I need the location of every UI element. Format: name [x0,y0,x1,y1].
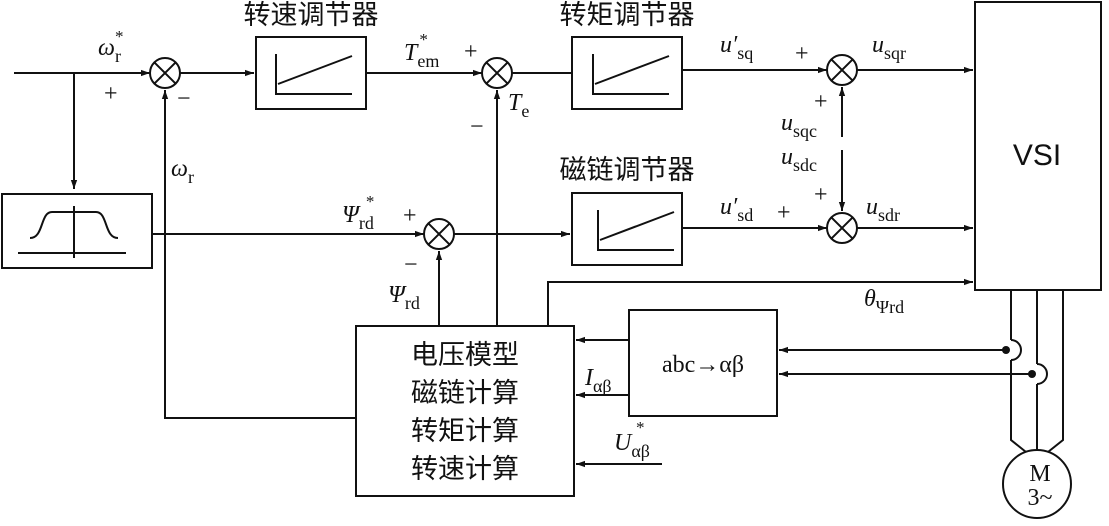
svg-text:3~: 3~ [1028,485,1053,511]
summing-junction-q-compensation [826,54,858,86]
summing-junction-d-compensation [826,212,858,244]
speed-regulator-block [255,36,367,110]
label-omega-fb: ωr [171,156,194,187]
transform-label: abc→αβ [662,352,744,378]
sign-speed-minus: − [177,86,191,112]
vsi-label: VSI [1013,139,1061,172]
observer-line-2: 磁链计算 [411,378,519,409]
motor: M 3~ [1002,449,1072,519]
sign-q-plus-bottom: + [814,89,828,115]
torque-regulator-block [571,36,683,110]
transform-block [628,309,778,417]
sign-d-plus-left: + [777,200,791,226]
label-u-sqc: usqc [781,110,817,141]
label-torque-fb: Te [508,90,529,121]
sign-flux-minus: − [404,252,418,278]
observer-block [355,325,575,497]
label-u-sqr: usqr [872,32,906,63]
label-u-sdr: usdr [866,194,900,225]
summing-junction-flux [423,218,455,250]
observer-line-4: 转速计算 [411,454,519,485]
label-u-sd-prime: u′sd [720,194,753,225]
label-u-sq-prime: u′sq [720,32,753,63]
label-flux-ref: Ψrd* [342,192,374,233]
label-current: Iαβ [584,365,612,396]
flux-shaping-curve [18,206,126,258]
svg-text:M: M [1029,461,1050,487]
torque-regulator-label: 转矩调节器 [560,0,695,31]
observer-line-3: 转矩计算 [411,416,519,447]
speed-regulator-label: 转速调节器 [244,0,379,31]
label-u-sdc: usdc [781,144,817,175]
observer-line-1: 电压模型 [411,340,519,371]
sign-torque-plus: + [464,39,478,65]
sign-q-plus-left: + [795,41,809,67]
label-theta: θΨrd [864,286,904,317]
sign-torque-minus: − [470,114,484,140]
flux-regulator-label: 磁链调节器 [560,155,695,186]
vsi-block [974,1,1102,291]
summing-junction-torque [481,57,513,89]
label-omega-ref: ωr* [98,27,123,66]
flux-regulator-graph [597,210,675,251]
torque-regulator-graph [592,54,670,95]
speed-regulator-graph [275,54,353,95]
sign-flux-plus: + [403,203,417,229]
flux-shaping-block [1,193,153,269]
motor-phase-wires [779,290,1064,453]
signal-lines [14,66,973,468]
summing-junction-speed [149,57,181,89]
sign-d-plus-top: + [814,182,828,208]
sign-speed-plus: + [104,81,118,107]
label-flux-fb: Ψrd [388,282,420,313]
label-torque-ref: Tem* [404,30,439,71]
label-voltage: Uαβ* [614,418,650,461]
